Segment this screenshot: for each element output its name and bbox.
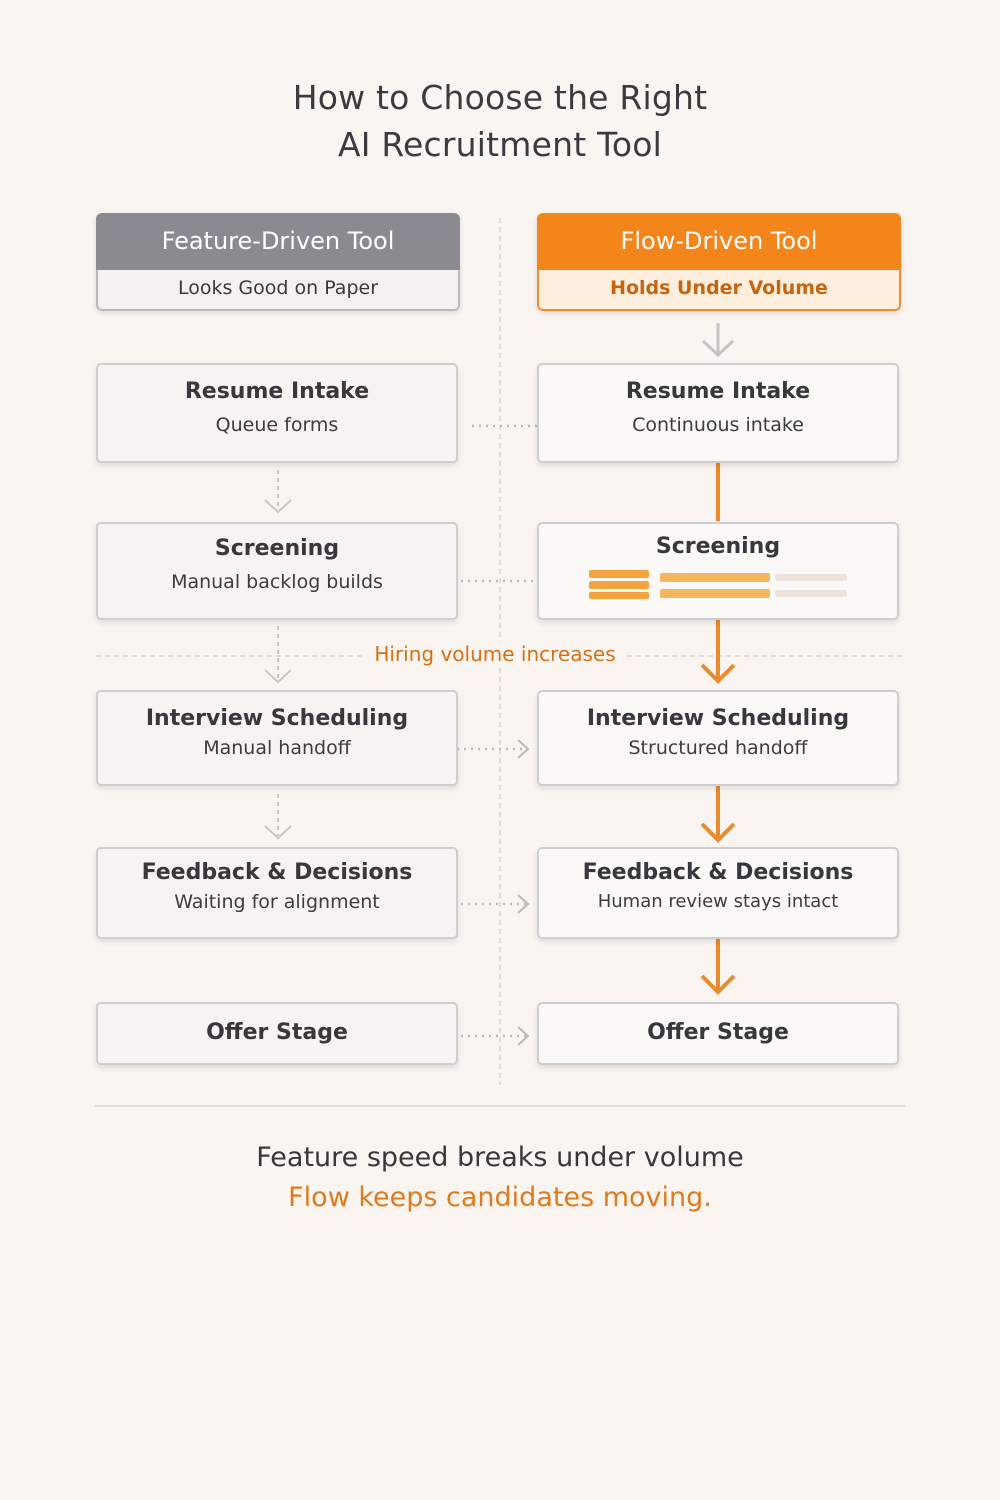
right-stage-resume-intake: Resume Intake Continuous intake (537, 363, 899, 463)
right-stage-screening: Screening (537, 522, 899, 620)
header-title: Feature-Driven Tool (96, 213, 460, 270)
stage-subtitle: Structured handoff (628, 737, 808, 759)
stage-title: Resume Intake (184, 379, 370, 404)
header-title: Flow-Driven Tool (537, 213, 901, 270)
header-subtitle: Looks Good on Paper (96, 270, 460, 311)
screening-progress-bars-icon (589, 570, 847, 599)
right-start-arrow (701, 323, 735, 358)
stage-title: Feedback & Decisions (582, 860, 854, 885)
left-stage-resume-intake: Resume Intake Queue forms (96, 363, 458, 463)
stage-title: Offer Stage (206, 1020, 348, 1045)
title-line-1: How to Choose the Right (292, 78, 708, 117)
stage-title: Interview Scheduling (145, 706, 409, 731)
right-flow-arrows (700, 463, 736, 995)
stage-subtitle: Queue forms (215, 414, 339, 436)
stage-title: Screening (214, 536, 340, 561)
stage-title: Resume Intake (625, 379, 811, 404)
stage-title: Interview Scheduling (586, 706, 850, 731)
stage-subtitle: Manual handoff (203, 737, 351, 759)
feature-driven-header: Feature-Driven Tool Looks Good on Paper (96, 213, 460, 311)
left-stage-offer: Offer Stage (96, 1002, 458, 1065)
footer-line-2: Flow keeps candidates moving. (288, 1182, 712, 1213)
volume-label-wrap: Hiring volume increases (0, 642, 990, 666)
stage-subtitle: Manual backlog builds (171, 571, 383, 593)
left-stage-feedback-decisions: Feedback & Decisions Waiting for alignme… (96, 847, 458, 939)
cross-chevrons (517, 739, 530, 1046)
left-stage-screening: Screening Manual backlog builds (96, 522, 458, 620)
header-subtitle: Holds Under Volume (537, 270, 901, 311)
right-stage-feedback-decisions: Feedback & Decisions Human review stays … (537, 847, 899, 939)
stage-title: Screening (655, 534, 781, 559)
stage-subtitle: Continuous intake (632, 414, 804, 436)
right-stage-interview-scheduling: Interview Scheduling Structured handoff (537, 690, 899, 786)
flow-driven-header: Flow-Driven Tool Holds Under Volume (537, 213, 901, 311)
left-stage-interview-scheduling: Interview Scheduling Manual handoff (96, 690, 458, 786)
stage-title: Feedback & Decisions (141, 860, 413, 885)
left-flow-arrows (264, 470, 292, 840)
title-line-2: AI Recruitment Tool (338, 125, 662, 164)
right-stage-offer: Offer Stage (537, 1002, 899, 1065)
footer-line-1: Feature speed breaks under volume (256, 1142, 744, 1173)
stage-subtitle: Human review stays intact (597, 891, 839, 912)
stage-subtitle: Waiting for alignment (174, 891, 380, 913)
stage-title: Offer Stage (647, 1020, 789, 1045)
volume-divider-label: Hiring volume increases (366, 642, 624, 666)
